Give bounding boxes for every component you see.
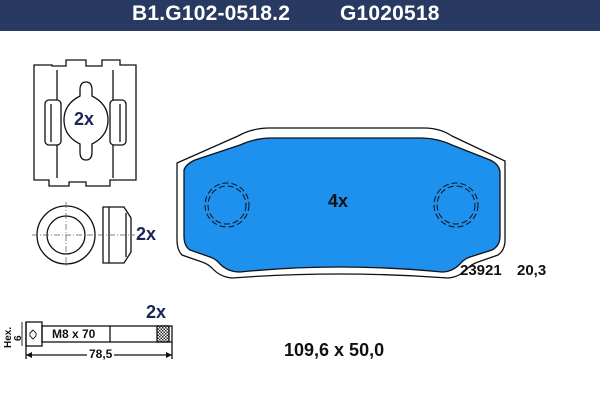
sleeve-quantity: 2x — [136, 224, 157, 244]
bolt-length-label: 78,5 — [87, 347, 115, 361]
pad-quantity: 4x — [328, 191, 349, 211]
pad-dimensions: 109,6 x 50,0 — [284, 340, 385, 360]
short-number: G1020518 — [340, 2, 440, 25]
clip-quantity: 2x — [74, 109, 95, 129]
pad-wva-number: 23921 — [460, 262, 502, 279]
article-number: B1.G102-0518.2 — [132, 2, 291, 25]
bolt-thread-label: M8 x 70 — [50, 327, 98, 341]
pad-thickness: 20,3 — [517, 262, 547, 279]
bolt-quantity: 2x — [146, 302, 167, 322]
header-bar: B1.G102-0518.2 G1020518 — [0, 0, 600, 31]
